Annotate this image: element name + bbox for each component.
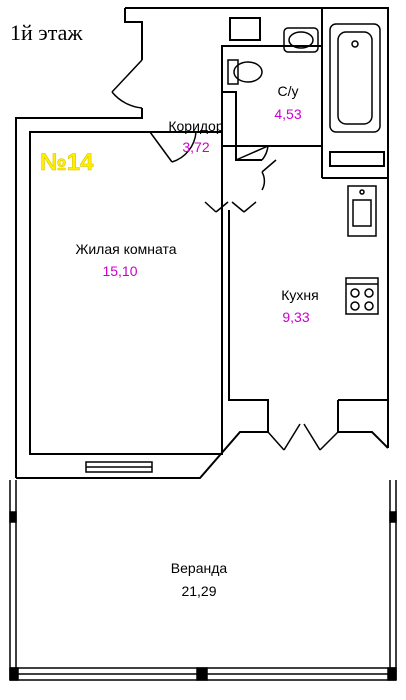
bathtub xyxy=(329,23,381,133)
veranda-double-door xyxy=(267,423,339,451)
bathroom-shelf xyxy=(229,17,261,41)
wall-kitchen-step xyxy=(338,431,389,449)
wall-top-left xyxy=(124,8,143,60)
corridor-side-door xyxy=(261,159,277,191)
wall-living-step xyxy=(16,431,268,479)
wall-corridor-left xyxy=(15,108,143,478)
wall-kitchen-left xyxy=(228,210,269,432)
stove xyxy=(345,277,379,315)
bathroom-door xyxy=(235,145,269,161)
living-room-walls xyxy=(29,131,223,455)
entry-door xyxy=(111,59,143,109)
toilet xyxy=(227,59,263,85)
wall-top xyxy=(125,7,389,448)
bathroom-area: 4,53 xyxy=(274,106,301,122)
bathroom-name: С/у xyxy=(278,83,299,99)
veranda-name: Веранда xyxy=(171,560,228,576)
kitchen-door-left xyxy=(204,201,229,213)
kitchen-sink xyxy=(347,185,377,237)
doors xyxy=(111,59,339,451)
outer-walls xyxy=(15,7,389,479)
living-room-name: Жилая комната xyxy=(75,241,176,257)
kitchen-name: Кухня xyxy=(281,287,318,303)
apartment-number: №14 xyxy=(40,149,94,176)
corridor-name: Коридор xyxy=(168,118,224,134)
bathroom-corner xyxy=(221,60,262,161)
floor-label: 1й этаж xyxy=(10,20,83,45)
veranda-frame xyxy=(9,480,397,681)
living-room-area: 15,10 xyxy=(102,263,137,279)
living-room-window xyxy=(85,461,153,473)
kitchen-shelf xyxy=(329,151,385,167)
kitchen-door-right xyxy=(231,201,257,213)
bathroom-walls xyxy=(221,8,388,179)
corridor-area: 3,72 xyxy=(182,139,209,155)
veranda-area: 21,29 xyxy=(181,583,216,599)
sink xyxy=(283,27,319,53)
living-room-door xyxy=(149,131,197,163)
kitchen-area: 9,33 xyxy=(282,309,309,325)
